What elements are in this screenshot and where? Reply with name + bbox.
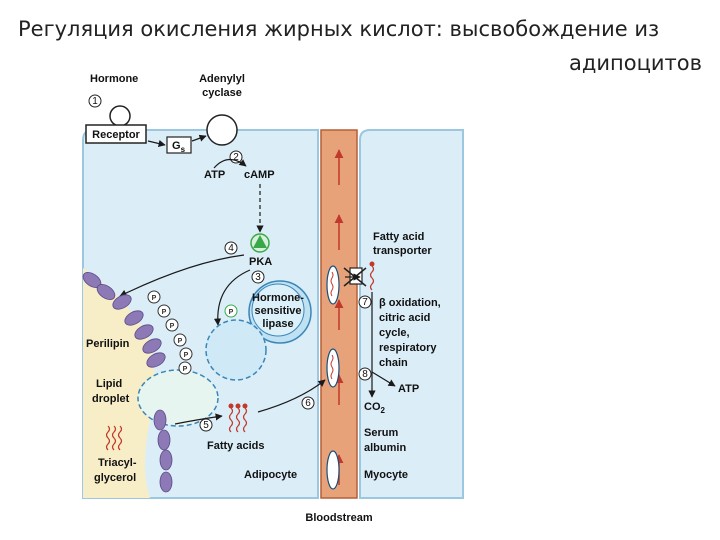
slide-title: Регуляция окисления жирных кислот: высво… — [18, 12, 702, 80]
label-adenylyl-2: cyclase — [202, 87, 242, 99]
label-hsl-1: Hormone- — [252, 292, 304, 304]
label-fatty-acid-transporter-1: Fatty acid — [373, 231, 424, 243]
label-camp: cAMP — [244, 169, 275, 181]
label-serum-2: albumin — [364, 442, 406, 454]
receptor-to-gs-arrow — [147, 140, 166, 148]
label-fatty-acids: Fatty acids — [207, 440, 264, 452]
step-8-number: 8 — [362, 369, 368, 380]
svg-text:P: P — [183, 366, 188, 373]
step-3-number: 3 — [255, 272, 261, 283]
step-8-marker — [358, 367, 372, 381]
label-beta-ox-5: chain — [379, 357, 408, 369]
triacylglycerol-icon — [105, 425, 123, 451]
gs-protein-box — [166, 136, 192, 154]
svg-text:P: P — [184, 352, 189, 359]
pka-to-perilipin-arrow — [119, 254, 245, 297]
albumin-bound-fatty-acids — [330, 271, 334, 380]
label-serum-1: Serum — [364, 427, 398, 439]
receptor-box — [85, 124, 147, 144]
myocyte-fatty-acid-icon — [369, 265, 375, 291]
to-atp-arrow — [371, 371, 396, 387]
title-line-1: Регуляция окисления жирных кислот: высво… — [18, 17, 660, 41]
label-atp-left: ATP — [204, 169, 225, 181]
serum-albumin-carriers — [326, 265, 340, 490]
label-pka: PKA — [249, 256, 272, 268]
svg-text:P: P — [162, 309, 167, 316]
droplet-to-fatty-acids-arrow — [174, 413, 223, 425]
pka-to-lipase-arrow — [213, 269, 251, 326]
label-gs: Gs — [172, 140, 186, 154]
lipase-phosphate-label: P — [229, 309, 234, 316]
hormone-shape — [109, 105, 131, 127]
label-beta-ox-3: cycle, — [379, 327, 410, 339]
label-hormone: Hormone — [90, 73, 138, 85]
step-5-number: 5 — [203, 420, 209, 431]
title-line-2: адипоцитов — [568, 51, 702, 75]
myocyte-fatty-acid-head — [369, 261, 375, 267]
label-bloodstream: Bloodstream — [305, 512, 372, 524]
step-4-number: 4 — [228, 243, 234, 254]
adenylyl-cyclase-shape — [206, 114, 238, 146]
step-1-number: 1 — [92, 96, 98, 107]
svg-text:P: P — [178, 338, 183, 345]
step-5-marker — [199, 418, 213, 432]
fatty-acid-heads — [228, 403, 248, 409]
label-myocyte: Myocyte — [364, 469, 408, 481]
label-adenylyl-1: Adenylyl — [199, 73, 245, 85]
label-beta-ox-1: β oxidation, — [379, 297, 441, 309]
label-beta-ox-2: citric acid — [379, 312, 430, 324]
label-lipid-1: Lipid — [96, 378, 122, 390]
label-hsl-2: sensitive — [254, 305, 301, 317]
fatty-acids-to-blood-arrow — [257, 379, 326, 413]
atp-to-camp-arrow — [213, 158, 247, 169]
lipase-phosphate — [224, 304, 238, 318]
svg-text:P: P — [170, 323, 175, 330]
gs-to-cyclase-arrow — [191, 134, 207, 142]
label-tag-2: glycerol — [94, 472, 136, 484]
label-tag-1: Triacyl- — [98, 457, 137, 469]
lipid-droplet — [137, 369, 219, 427]
step-4-marker — [224, 241, 238, 255]
step-2-number: 2 — [233, 152, 239, 163]
lipase-active-inner — [251, 283, 305, 337]
droplet-region — [83, 268, 155, 498]
pka-triangle-icon — [253, 235, 267, 248]
step-7-number: 7 — [362, 297, 368, 308]
myocyte-cell — [359, 129, 464, 499]
step-1-marker — [88, 94, 102, 108]
lipase-translocated-shape — [205, 319, 267, 381]
step-7-marker — [358, 295, 372, 309]
perilipin-chain — [82, 272, 173, 493]
step-3-marker — [251, 270, 265, 284]
label-co2: CO2 — [364, 401, 386, 415]
label-lipid-2: droplet — [92, 393, 130, 405]
step-6-number: 6 — [305, 398, 311, 409]
step-6-marker — [301, 396, 315, 410]
label-perilipin: Perilipin — [86, 338, 130, 350]
svg-text:P: P — [152, 295, 157, 302]
label-adipocyte: Adipocyte — [244, 469, 297, 481]
label-atp-right: ATP — [398, 383, 419, 395]
label-fatty-acid-transporter-2: transporter — [373, 245, 432, 257]
label-hsl-3: lipase — [262, 318, 293, 330]
label-beta-ox-4: respiratory — [379, 342, 437, 354]
fatty-acids-icon — [228, 407, 248, 433]
label-receptor: Receptor — [92, 129, 140, 141]
perilipin-phosphates: P P P P P P — [147, 290, 193, 375]
